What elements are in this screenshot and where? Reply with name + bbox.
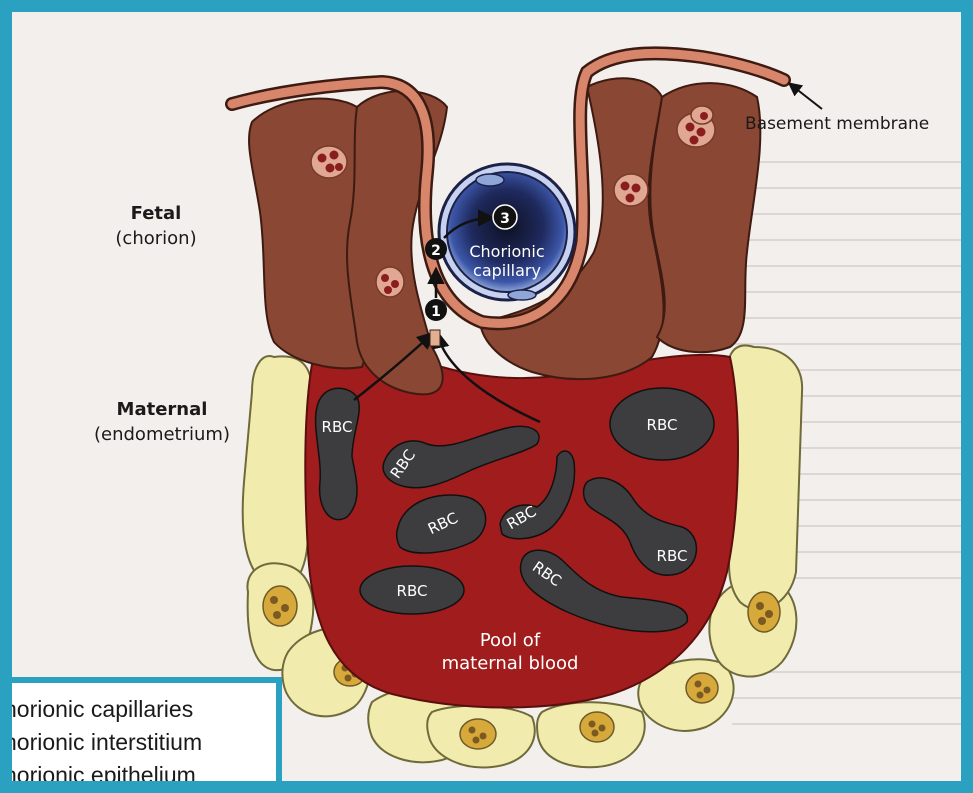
pool-label-line1: Pool of: [480, 630, 541, 651]
rbc-label: RBC: [647, 416, 678, 434]
basement-membrane-leader: [790, 84, 822, 109]
rbc-label: RBC: [397, 582, 428, 600]
legend-list: horionic capillaries horionic interstiti…: [4, 683, 268, 792]
chorion-label: (chorion): [115, 228, 196, 249]
legend-item-epithelium: horionic epithelium: [4, 759, 268, 792]
legend-item-capillaries: horionic capillaries: [4, 693, 268, 726]
basement-membrane-label: Basement membrane: [745, 114, 929, 134]
step-3-label: 3: [500, 211, 510, 227]
rbc-label: RBC: [657, 547, 688, 565]
capillary-label-line1: Chorionic: [469, 242, 544, 261]
capillary-label-line2: capillary: [473, 261, 541, 280]
legend-item-interstitium: horionic interstitium: [4, 726, 268, 759]
endometrium-label: (endometrium): [94, 424, 230, 445]
maternal-label: Maternal: [117, 399, 208, 420]
step-2-label: 2: [431, 243, 441, 259]
pool-label-line2: maternal blood: [442, 653, 579, 674]
fetal-label: Fetal: [131, 203, 182, 224]
placenta-diagram: RBC RBC RBC RBC RBC RBC RBC RBC 1 2 3 Ch…: [12, 12, 973, 793]
rbc-label: RBC: [322, 418, 353, 436]
legend-panel: horionic capillaries horionic interstiti…: [12, 677, 282, 793]
endometrial-cell: [243, 356, 312, 589]
step-1-label: 1: [431, 304, 441, 320]
rbc-shape: [316, 388, 360, 519]
